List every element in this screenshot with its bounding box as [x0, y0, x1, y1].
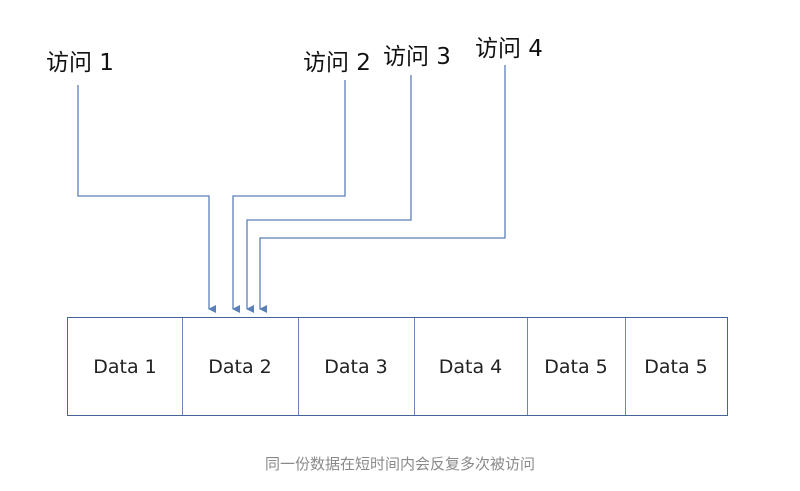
access-1-arrow [77, 85, 216, 313]
data-cell-5: Data 5 [544, 355, 608, 378]
cell-divider [527, 318, 528, 415]
access-4-arrow [259, 65, 506, 313]
cell-divider [298, 318, 299, 415]
cell-divider [182, 318, 183, 415]
data-cell-1: Data 1 [93, 355, 157, 378]
access-3-arrow [246, 75, 412, 313]
access-label-2: 访问 2 [303, 50, 371, 76]
access-label-3: 访问 3 [383, 44, 451, 70]
data-block-row: Data 1 Data 2 Data 3 Data 4 Data 5 Data … [67, 317, 728, 416]
data-cell-6: Data 5 [644, 355, 708, 378]
figure-caption: 同一份数据在短时间内会反复多次被访问 [264, 455, 535, 473]
data-cell-4: Data 4 [438, 355, 503, 378]
cell-divider [625, 318, 626, 415]
access-label-4: 访问 4 [475, 36, 543, 62]
access-label-1: 访问 1 [46, 50, 114, 76]
access-2-arrow [232, 80, 346, 313]
data-cell-2: Data 2 [208, 355, 272, 378]
cell-divider [414, 318, 415, 415]
data-cell-3: Data 3 [324, 355, 388, 378]
